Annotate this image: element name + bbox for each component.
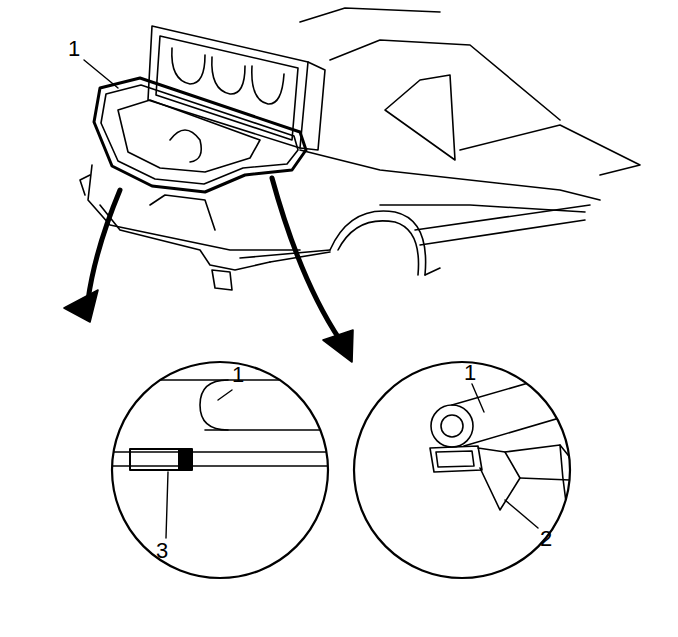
callout-number: 1	[464, 362, 476, 384]
callout-number: 1	[68, 38, 80, 60]
detail-arrow	[64, 178, 353, 362]
detail-circle	[100, 362, 340, 578]
detail-circle	[354, 362, 600, 600]
weatherstrip	[94, 78, 306, 192]
callout-number: 3	[156, 540, 168, 562]
car-body	[80, 8, 640, 290]
leader-line	[84, 60, 538, 538]
callout-number: 1	[232, 364, 244, 386]
callout-number: 2	[540, 528, 552, 550]
